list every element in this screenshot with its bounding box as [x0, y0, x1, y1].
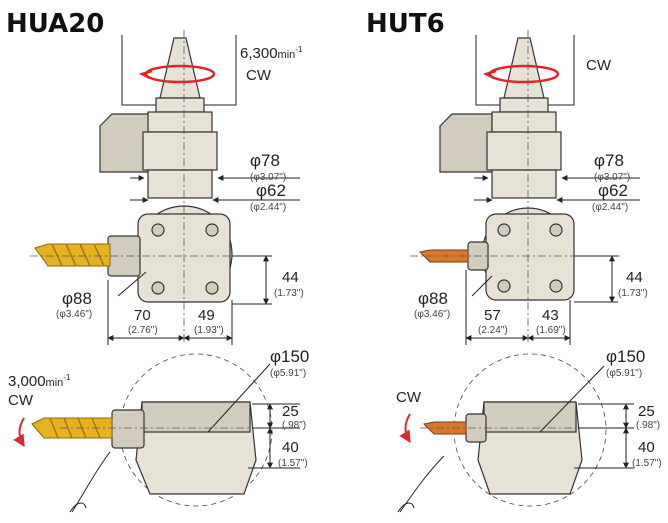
- hut6-w43-sub: (1.69"): [536, 325, 566, 336]
- hut6-bolt-3: [497, 279, 511, 293]
- hua20-group: HUA20 6,300min-1 CW: [6, 9, 309, 513]
- hut6-dir-bottom: CW: [396, 389, 422, 406]
- hut6-h40-main: 40: [638, 439, 655, 456]
- hut6-d78-sub: (φ3.07"): [594, 172, 630, 183]
- hua20-side-rotation-arrow: [13, 417, 25, 448]
- hut6-bolt-4: [549, 279, 563, 293]
- hut6-h40-sub: (1.57"): [632, 458, 662, 469]
- hua20-h44-main: 44: [282, 269, 299, 286]
- hua20-w49-main: 49: [198, 307, 215, 324]
- hua20-d78-sub: (φ3.07"): [250, 172, 286, 183]
- hua20-h25-sub: (.98"): [282, 420, 306, 431]
- hua20-d150-sub: (φ5.91"): [270, 368, 306, 379]
- hua20-d150-leader: [207, 363, 271, 433]
- hua20-bolt-3: [151, 281, 165, 295]
- hua20-h40-main: 40: [282, 439, 299, 456]
- hut6-side-top: [483, 401, 577, 433]
- hut6-w43-main: 43: [542, 307, 559, 324]
- hua20-body-upper: [147, 111, 213, 133]
- hut6-d62-sub: (φ2.44"): [592, 202, 628, 213]
- hua20-side-top: [141, 401, 251, 433]
- hut6-bolt-2: [549, 223, 563, 237]
- hut6-body-upper: [491, 111, 557, 133]
- hua20-speed-top-value: 6,300min-1: [240, 45, 303, 62]
- hut6-taper-shank: [503, 37, 545, 99]
- hut6-d78-main: φ78: [594, 151, 624, 170]
- hut6-side-small-tool-icon: [422, 421, 467, 435]
- hut6-side-cable-loop: [397, 502, 415, 513]
- hua20-rotation-arrowhead: [138, 69, 153, 80]
- hua20-side-collet: [111, 409, 145, 449]
- hut6-d88-sub: (φ3.46"): [414, 309, 450, 320]
- hua20-d88-sub: (φ3.46"): [56, 309, 92, 320]
- hut6-w57-sub: (2.24"): [478, 325, 508, 336]
- hua20-speed-bottom-dir: CW: [8, 392, 34, 409]
- hua20-d62-main: φ62: [256, 181, 286, 200]
- hua20-taper-shank: [159, 37, 201, 99]
- hua20-h25-main: 25: [282, 403, 299, 420]
- hua20-bolt-4: [205, 281, 219, 295]
- hut6-rotation-arrowhead: [482, 69, 497, 80]
- hua20-h44-sub: (1.73"): [274, 288, 304, 299]
- hut6-d88-leader: [471, 275, 493, 297]
- hua20-d88-leader: [117, 271, 147, 297]
- hua20-flange: [155, 97, 205, 113]
- hut6-d150-main: φ150: [606, 347, 645, 366]
- hua20-side-cable: [71, 451, 111, 513]
- hua20-d62-sub: (φ2.44"): [250, 202, 286, 213]
- hut6-w57-main: 57: [484, 307, 501, 324]
- hut6-h44-sub: (1.73"): [618, 288, 648, 299]
- hua20-body-mid: [142, 131, 218, 171]
- hua20-title: HUA20: [6, 9, 104, 39]
- hua20-speed-top-dir: CW: [246, 67, 272, 84]
- hut6-group: HUT6 CW φ78 (φ3.07") φ62 (φ2.44"): [366, 9, 662, 513]
- hua20-speed-bottom-value: 3,000min-1: [8, 373, 71, 390]
- hua20-w70-main: 70: [134, 307, 151, 324]
- hut6-side-rotation-arrow: [399, 413, 411, 444]
- hua20-bolt-2: [205, 223, 219, 237]
- hua20-d78-main: φ78: [250, 151, 280, 170]
- hut6-bolt-1: [497, 223, 511, 237]
- hut6-side-cable: [399, 455, 445, 513]
- hut6-flange: [499, 97, 549, 113]
- hua20-h40-sub: (1.57"): [278, 458, 308, 469]
- hua20-side-cable-loop: [69, 502, 87, 513]
- hua20-d150-main: φ150: [270, 347, 309, 366]
- hut6-h25-sub: (.98"): [636, 420, 660, 431]
- hut6-body-lower: [491, 169, 557, 199]
- hut6-d62-main: φ62: [598, 181, 628, 200]
- hut6-title: HUT6: [366, 9, 445, 39]
- hua20-body-lower: [147, 169, 213, 199]
- hut6-stop-block: [439, 113, 493, 173]
- hut6-d88-main: φ88: [418, 289, 448, 308]
- hut6-body-mid: [486, 131, 562, 171]
- hut6-dir-top: CW: [586, 57, 612, 74]
- hua20-w70-sub: (2.76"): [128, 325, 158, 336]
- hua20-w49-sub: (1.93"): [194, 325, 224, 336]
- hua20-drill-flutes: [51, 243, 105, 267]
- hua20-d88-main: φ88: [62, 289, 92, 308]
- hut6-h44-main: 44: [626, 269, 643, 286]
- hut6-d150-leader: [539, 365, 605, 433]
- hua20-bolt-1: [151, 223, 165, 237]
- hut6-d150-sub: (φ5.91"): [606, 368, 642, 379]
- hut6-h25-main: 25: [638, 403, 655, 420]
